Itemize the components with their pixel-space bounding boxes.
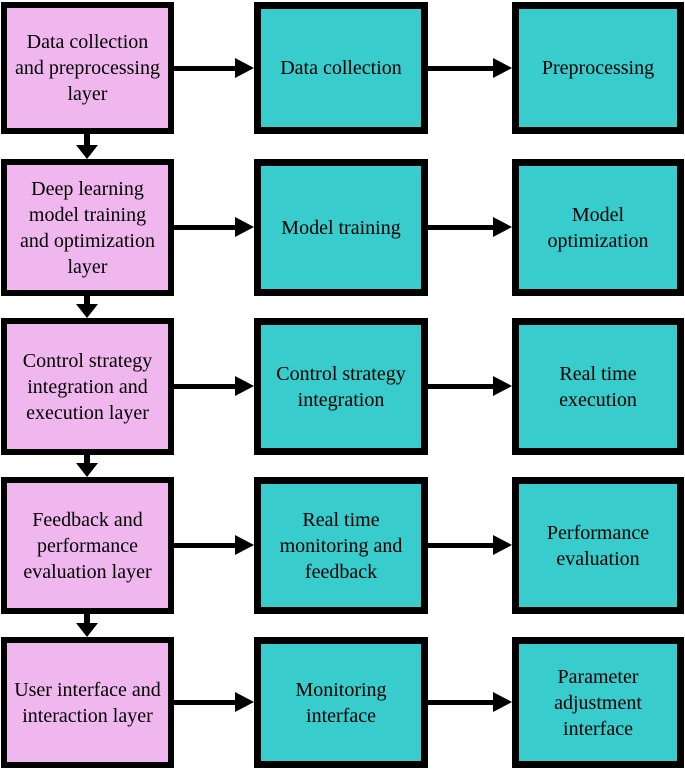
layer-box-feedback-performance-evaluation: Feedback and performance evaluation laye… xyxy=(1,477,174,614)
arrow-shaft xyxy=(174,383,235,389)
arrow-shaft xyxy=(428,65,493,71)
step-box-data-collection: Data collection xyxy=(254,2,428,134)
arrow-shaft xyxy=(174,542,235,548)
arrow-head xyxy=(76,463,98,477)
arrow-shaft xyxy=(428,224,493,230)
arrow-head xyxy=(493,217,512,237)
arrow-shaft xyxy=(84,614,90,623)
arrow-shaft xyxy=(84,455,90,463)
arrow-shaft xyxy=(84,134,90,145)
arrow-right-icon xyxy=(174,535,254,555)
arrow-shaft xyxy=(428,383,493,389)
step-box-parameter-adjustment-interface: Parameter adjustment interface xyxy=(512,637,684,768)
step-box-real-time-execution: Real time execution xyxy=(512,318,684,455)
arrow-head xyxy=(76,304,98,318)
arrow-right-icon xyxy=(428,376,512,396)
step-box-control-strategy-integration: Control strategy integration xyxy=(254,318,428,455)
arrow-head xyxy=(493,535,512,555)
arrow-down-icon xyxy=(76,455,98,477)
step-box-label: Control strategy integration xyxy=(276,362,406,411)
arrow-head xyxy=(493,58,512,78)
arrow-right-icon xyxy=(174,58,254,78)
layer-box-label: Feedback and performance evaluation laye… xyxy=(23,508,152,583)
arrow-shaft xyxy=(174,65,235,71)
step-box-label: Performance evaluation xyxy=(546,521,650,570)
step-box-model-optimization: Model optimization xyxy=(512,159,684,296)
layer-box-user-interface-interaction: User interface and interaction layer xyxy=(1,637,174,768)
arrow-right-icon xyxy=(174,376,254,396)
arrow-head xyxy=(235,376,254,396)
arrow-shaft xyxy=(174,224,235,230)
arrow-head xyxy=(235,58,254,78)
step-box-label: Monitoring interface xyxy=(295,678,387,727)
arrow-right-icon xyxy=(428,535,512,555)
arrow-down-icon xyxy=(76,134,98,159)
arrow-shaft xyxy=(174,699,235,705)
arrow-right-icon xyxy=(428,692,512,712)
layer-box-data-collection-preprocessing: Data collection and preprocessing layer xyxy=(1,2,174,134)
layer-box-label: Data collection and preprocessing layer xyxy=(15,31,160,105)
arrow-down-icon xyxy=(76,296,98,318)
arrow-shaft xyxy=(428,699,493,705)
step-box-label: Parameter adjustment interface xyxy=(554,665,642,740)
step-box-label: Model training xyxy=(281,216,401,239)
arrow-right-icon xyxy=(428,58,512,78)
arrow-head xyxy=(493,376,512,396)
step-box-label: Real time monitoring and feedback xyxy=(279,508,403,583)
arrow-right-icon xyxy=(428,217,512,237)
step-box-preprocessing: Preprocessing xyxy=(512,2,684,134)
arrow-shaft xyxy=(84,296,90,304)
step-box-label: Preprocessing xyxy=(541,57,655,79)
arrow-head xyxy=(493,692,512,712)
arrow-head xyxy=(235,535,254,555)
arrow-head xyxy=(76,623,98,637)
step-box-label: Real time execution xyxy=(559,362,637,411)
step-box-label: Data collection xyxy=(280,57,402,79)
arrow-down-icon xyxy=(76,614,98,637)
layer-box-control-strategy-execution: Control strategy integration and executi… xyxy=(1,318,174,455)
step-box-model-training: Model training xyxy=(254,159,428,296)
step-box-label: Model optimization xyxy=(547,203,649,252)
layer-box-model-training-optimization: Deep learning model training and optimiz… xyxy=(1,159,174,296)
step-box-performance-evaluation: Performance evaluation xyxy=(512,477,684,614)
arrow-head xyxy=(235,692,254,712)
step-box-real-time-monitoring-feedback: Real time monitoring and feedback xyxy=(254,477,428,614)
arrow-head xyxy=(76,145,98,159)
arrow-head xyxy=(235,217,254,237)
layer-box-label: User interface and interaction layer xyxy=(14,678,161,727)
layer-box-label: Control strategy integration and executi… xyxy=(22,349,153,424)
arrow-right-icon xyxy=(174,692,254,712)
layer-box-label: Deep learning model training and optimiz… xyxy=(20,177,155,278)
arrow-right-icon xyxy=(174,217,254,237)
arrow-shaft xyxy=(428,542,493,548)
step-box-monitoring-interface: Monitoring interface xyxy=(254,637,428,768)
